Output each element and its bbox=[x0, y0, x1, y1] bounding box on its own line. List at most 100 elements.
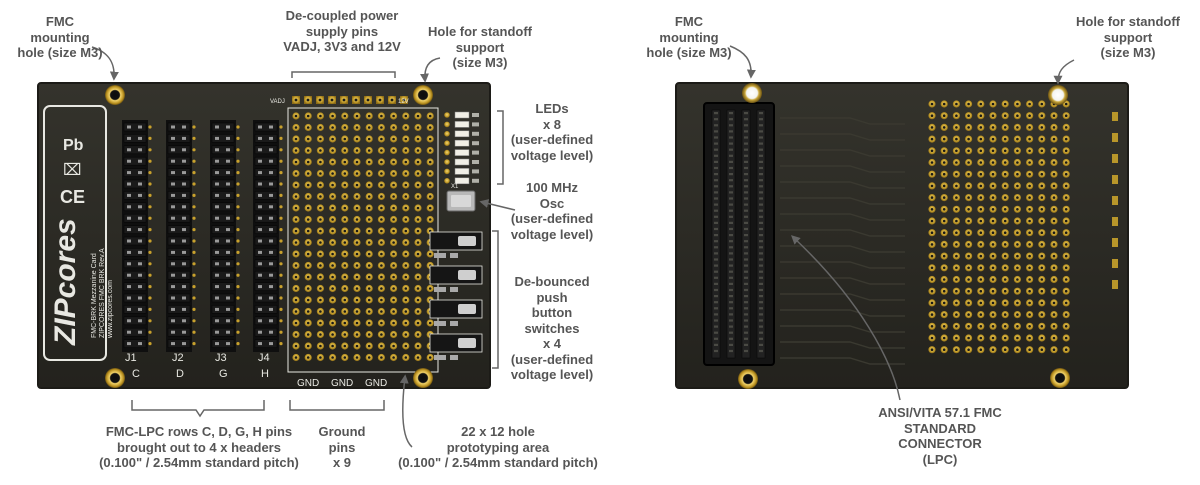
via-pad bbox=[148, 193, 152, 197]
via-pad bbox=[148, 342, 152, 346]
header-pin bbox=[127, 148, 131, 152]
proto-hole bbox=[355, 206, 359, 210]
connector-pin bbox=[729, 227, 733, 231]
switch-button bbox=[458, 270, 476, 280]
proto-hole bbox=[428, 149, 432, 152]
header-row bbox=[123, 134, 147, 143]
back-proto-hole bbox=[1064, 172, 1068, 176]
proto-hole bbox=[331, 172, 334, 175]
connector-pin bbox=[759, 179, 763, 182]
back-proto-hole bbox=[942, 172, 946, 176]
proto-hole bbox=[319, 252, 322, 256]
callout-fmc-hole-front: FMC mounting hole (size M3) bbox=[14, 14, 106, 61]
proto-hole bbox=[343, 252, 347, 256]
proto-hole bbox=[428, 356, 432, 359]
back-trace bbox=[780, 165, 905, 173]
header-pin bbox=[138, 125, 142, 129]
proto-hole bbox=[404, 195, 408, 198]
connector-pin bbox=[714, 331, 718, 334]
back-proto-hole bbox=[979, 114, 983, 117]
header-row bbox=[254, 236, 278, 246]
proto-hole bbox=[380, 137, 383, 141]
callout-line: Osc bbox=[539, 195, 565, 211]
back-proto-hole bbox=[930, 149, 934, 153]
proto-hole bbox=[343, 298, 347, 302]
connector-pin bbox=[714, 197, 718, 200]
header-pin bbox=[269, 125, 273, 129]
back-proto-hole bbox=[1064, 114, 1068, 117]
header-row bbox=[211, 179, 235, 189]
connector-pin bbox=[759, 264, 763, 267]
connector-pin bbox=[729, 234, 733, 237]
header-pin bbox=[226, 250, 230, 254]
header-row bbox=[254, 122, 278, 132]
proto-hole bbox=[319, 126, 322, 129]
connector-pin bbox=[729, 221, 733, 224]
header-pin bbox=[226, 182, 230, 186]
back-proto-hole bbox=[1016, 149, 1019, 153]
callout-line: x 4 bbox=[542, 336, 562, 351]
proto-hole bbox=[331, 287, 334, 290]
header-pin bbox=[138, 159, 142, 163]
back-proto-hole bbox=[991, 137, 995, 141]
header-pin bbox=[182, 171, 186, 175]
proto-hole bbox=[416, 160, 420, 164]
proto-hole bbox=[416, 264, 420, 267]
proto-hole bbox=[319, 195, 322, 198]
back-trace bbox=[780, 229, 905, 237]
connector-pin bbox=[744, 307, 748, 310]
proto-hole bbox=[380, 218, 383, 221]
proto-hole bbox=[331, 264, 334, 267]
back-trace bbox=[780, 197, 905, 205]
proto-hole bbox=[404, 183, 408, 187]
back-proto-hole bbox=[1016, 313, 1019, 316]
back-proto-hole bbox=[1052, 231, 1056, 234]
back-proto-hole bbox=[1052, 137, 1056, 141]
back-trace bbox=[780, 357, 905, 365]
back-proto-hole bbox=[1040, 114, 1044, 117]
back-proto-hole bbox=[955, 149, 958, 153]
connector-pin bbox=[759, 313, 763, 316]
header-pin bbox=[258, 148, 262, 152]
header-pin bbox=[182, 250, 186, 254]
proto-hole bbox=[355, 149, 359, 152]
back-trace bbox=[780, 133, 905, 141]
back-proto-hole bbox=[1028, 301, 1031, 305]
via-pad bbox=[236, 262, 240, 266]
proto-hole bbox=[319, 333, 322, 336]
header-pin bbox=[127, 171, 131, 175]
via-pad bbox=[236, 296, 240, 300]
connector-pin bbox=[759, 349, 763, 353]
via-pad bbox=[279, 330, 283, 334]
proto-hole bbox=[380, 172, 383, 175]
header-pin bbox=[138, 262, 142, 266]
proto-hole bbox=[404, 252, 408, 256]
header-row bbox=[167, 168, 191, 177]
proto-hole bbox=[367, 195, 371, 198]
proto-hole bbox=[343, 137, 347, 141]
switch-component bbox=[434, 253, 446, 258]
connector-pin bbox=[759, 197, 763, 200]
header-pin bbox=[182, 307, 186, 311]
via-pad bbox=[192, 330, 196, 334]
back-proto-hole bbox=[1003, 114, 1007, 117]
connector-pin bbox=[729, 148, 733, 151]
back-proto-hole bbox=[942, 348, 946, 352]
power-hole bbox=[366, 98, 370, 102]
proto-hole bbox=[331, 310, 334, 313]
proto-hole bbox=[355, 195, 359, 198]
header-row bbox=[167, 316, 191, 326]
power-hole bbox=[294, 98, 298, 102]
led-resistor-pad bbox=[444, 178, 450, 184]
proto-hole bbox=[392, 149, 395, 152]
back-proto-hole bbox=[1003, 348, 1007, 352]
proto-hole bbox=[380, 321, 383, 325]
header-pin bbox=[258, 171, 262, 175]
back-proto-hole bbox=[991, 196, 995, 199]
back-proto-hole bbox=[1016, 208, 1019, 211]
proto-hole bbox=[380, 160, 383, 164]
proto-hole bbox=[306, 126, 310, 129]
front-mounting-hole-bottom-right bbox=[413, 368, 433, 388]
callout-fmc-rows: FMC-LPC rows C, D, G, H pins brought out… bbox=[84, 424, 314, 471]
header-row bbox=[167, 248, 191, 257]
